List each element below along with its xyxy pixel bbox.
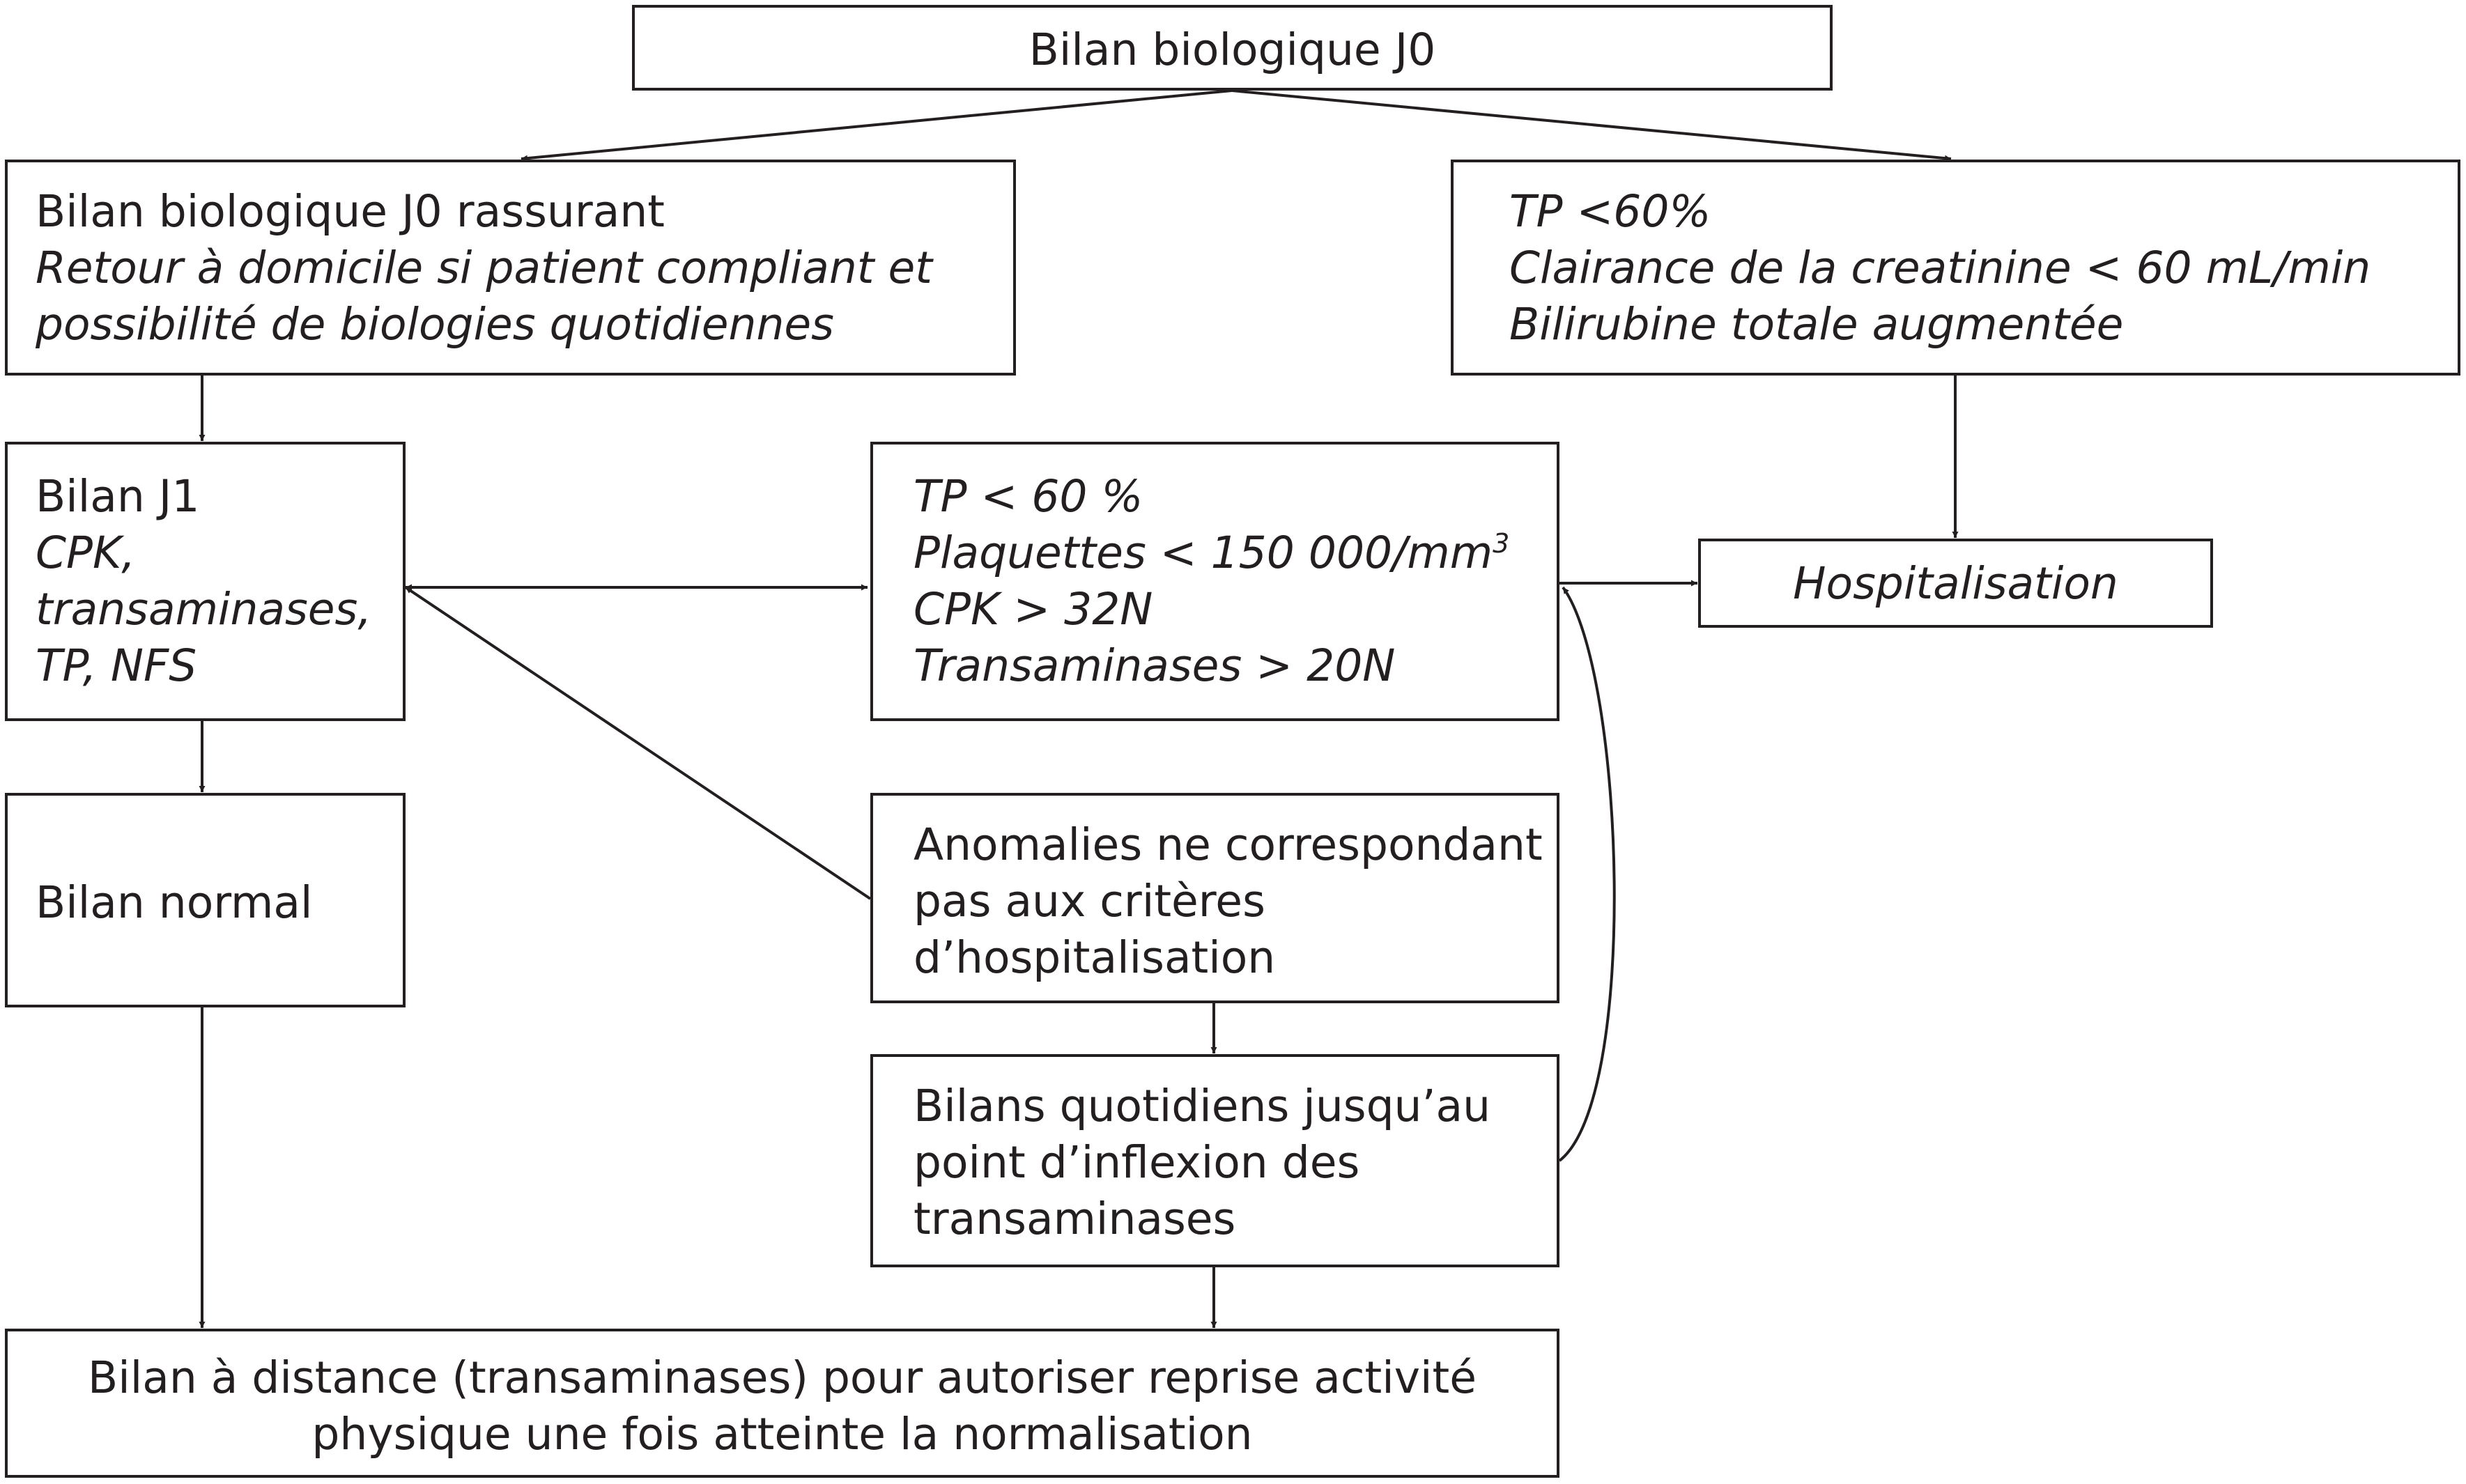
node-bilans-quotidiens: Bilans quotidiens jusqu’au point d’infle… [870,1054,1559,1267]
node-bilan-distance: Bilan à distance (transaminases) pour au… [5,1329,1559,1478]
node-anomalies: Anomalies ne correspondant pas aux critè… [870,793,1559,1003]
node-bilan-normal: Bilan normal [5,793,406,1007]
edge-j0-to-criteres-j0 [1231,89,1952,162]
node-criteres-j1-line-3: CPK > 32N [914,584,1153,635]
node-criteres-j0-line-3: Bilirubine totale augmentée [1509,299,2124,350]
edge-quotidiens-to-criteres-j1-curve [1558,586,1616,1162]
node-rassurant-line-2: Retour à domicile si patient compliant e… [36,242,932,293]
node-quotidiens-line-2: point d’inflexion des [914,1137,1360,1188]
node-anomalies-line-2: pas aux critères [914,876,1265,927]
node-criteres-j0-line-1: TP <60% [1509,186,1711,237]
node-criteres-j1-line-4: Transaminases > 20N [914,640,1396,691]
node-anomalies-line-3: d’hospitalisation [914,932,1276,983]
node-j1-line-4: TP, NFS [36,640,197,691]
node-normal-line: Bilan normal [36,877,313,928]
node-criteres-j1-superscript: 3 [1493,528,1510,559]
node-anomalies-line-1: Anomalies ne correspondant [914,819,1543,870]
node-bilan-rassurant: Bilan biologique J0 rassurant Retour à d… [5,160,1016,376]
edge-j0-to-rassurant [521,89,1233,162]
node-quotidiens-line-1: Bilans quotidiens jusqu’au [914,1081,1491,1131]
node-criteres-j1-line-1: TP < 60 % [914,471,1143,522]
node-criteres-j1: TP < 60 % Plaquettes < 150 000/mm3 CPK >… [870,442,1559,721]
node-distance-line-1: Bilan à distance (transaminases) pour au… [87,1352,1477,1403]
node-criteres-j1-line-2: Plaquettes < 150 000/mm3 [914,525,1557,581]
node-criteres-j0-line-2: Clairance de la creatinine < 60 mL/min [1509,242,2371,293]
node-hospitalisation-line: Hospitalisation [1793,558,2118,609]
node-j1-line-2: CPK, [36,527,136,578]
node-j1-line-1: Bilan J1 [36,471,200,522]
node-bilan-j1: Bilan J1 CPK, transaminases, TP, NFS [5,442,406,721]
node-criteres-j1-line-2-text: Plaquettes < 150 000/mm [914,527,1493,578]
node-hospitalisation: Hospitalisation [1698,539,2213,628]
node-j1-line-3: transaminases, [36,584,372,635]
node-rassurant-line-1: Bilan biologique J0 rassurant [36,186,665,237]
node-quotidiens-line-3: transaminases [914,1193,1236,1244]
edge-anomalies-to-j1 [404,586,872,900]
node-bilan-j0: Bilan biologique J0 [632,5,1833,91]
node-bilan-j0-line: Bilan biologique J0 [1028,24,1436,75]
node-criteres-j0: TP <60% Clairance de la creatinine < 60 … [1451,160,2460,376]
node-rassurant-line-3: possibilité de biologies quotidiennes [36,299,834,350]
node-distance-line-2: physique une fois atteinte la normalisat… [311,1409,1253,1460]
